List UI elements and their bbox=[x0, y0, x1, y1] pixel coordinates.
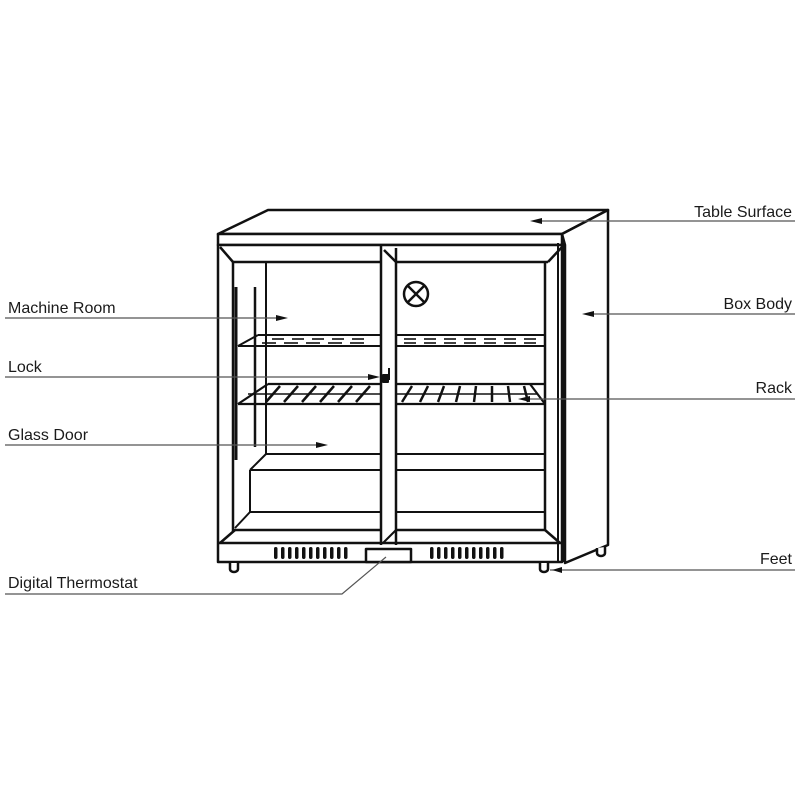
table-surface-shape bbox=[216, 208, 610, 236]
label-machine-room: Machine Room bbox=[8, 300, 116, 317]
label-table-surface: Table Surface bbox=[694, 204, 792, 221]
label-digital-thermostat: Digital Thermostat bbox=[8, 575, 138, 592]
vents-right bbox=[430, 547, 504, 559]
vents-left bbox=[274, 547, 348, 559]
upper-rack bbox=[237, 334, 545, 347]
cooler-drawing bbox=[216, 208, 610, 574]
feet bbox=[228, 547, 607, 574]
right-glass-door bbox=[382, 246, 563, 544]
label-lock: Lock bbox=[8, 359, 42, 376]
label-rack: Rack bbox=[755, 380, 792, 397]
leader-lines bbox=[5, 218, 795, 595]
digital-thermostat-display bbox=[364, 547, 413, 564]
label-box-body: Box Body bbox=[723, 296, 792, 313]
label-glass-door: Glass Door bbox=[8, 427, 89, 444]
lock-icon bbox=[382, 368, 390, 383]
label-feet: Feet bbox=[759, 551, 792, 568]
lower-rack bbox=[237, 382, 546, 406]
box-body-side bbox=[560, 208, 610, 565]
left-glass-door bbox=[219, 246, 381, 544]
light-icon bbox=[402, 280, 430, 308]
